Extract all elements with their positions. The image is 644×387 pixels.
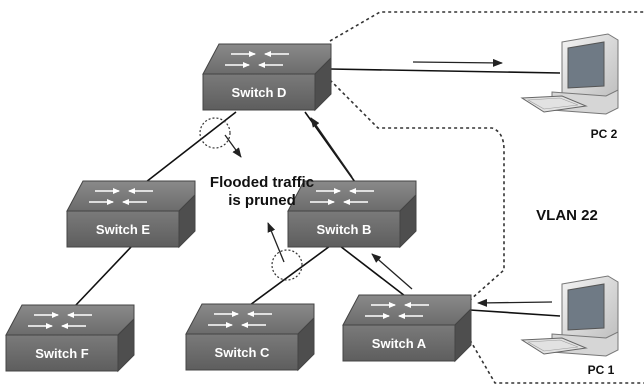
switch-e[interactable]: Switch E [66, 180, 196, 249]
switch-d[interactable]: Switch D [202, 43, 332, 112]
arrow-pruned-to-e [224, 134, 242, 158]
flooded-traffic-label: Flooded traffic [210, 174, 314, 191]
pc-2-keyboard [520, 95, 588, 113]
pruning-circle-d-e [199, 117, 231, 149]
pruning-circle-b-c [271, 249, 303, 281]
switch-b-label: Switch B [317, 222, 372, 237]
switch-f[interactable]: Switch F [5, 304, 135, 373]
pc-1[interactable] [520, 275, 619, 357]
pruned-label: is pruned [228, 192, 296, 209]
pc-2-label: PC 2 [591, 127, 618, 141]
link-b-c [249, 245, 331, 306]
link-d-pc2 [329, 68, 561, 74]
switch-f-label: Switch F [35, 346, 89, 361]
link-d-e [145, 111, 237, 183]
arrow-pc1-to-a [477, 298, 553, 307]
switch-d-label: Switch D [232, 85, 287, 100]
switch-b[interactable]: Switch B [287, 180, 417, 249]
arrow-d-to-pc2 [412, 58, 503, 67]
switch-c-label: Switch C [215, 345, 271, 360]
vlan-boundary [329, 11, 644, 384]
pc-1-label: PC 1 [588, 363, 615, 377]
link-b-a [339, 245, 406, 297]
arrow-pruned-to-c [267, 222, 285, 263]
switch-e-label: Switch E [96, 222, 151, 237]
switch-c[interactable]: Switch C [185, 303, 315, 372]
pc-2[interactable] [520, 33, 619, 115]
arrow-a-to-b [371, 253, 413, 290]
link-a-pc1 [469, 309, 561, 317]
switch-a[interactable]: Switch A [342, 294, 472, 363]
pc-1-keyboard [520, 337, 588, 355]
link-e-f [74, 245, 133, 307]
switch-a-label: Switch A [372, 336, 427, 351]
arrow-b-to-d [310, 117, 353, 178]
vlan-label: VLAN 22 [536, 207, 598, 224]
traffic-arrows [224, 58, 553, 307]
